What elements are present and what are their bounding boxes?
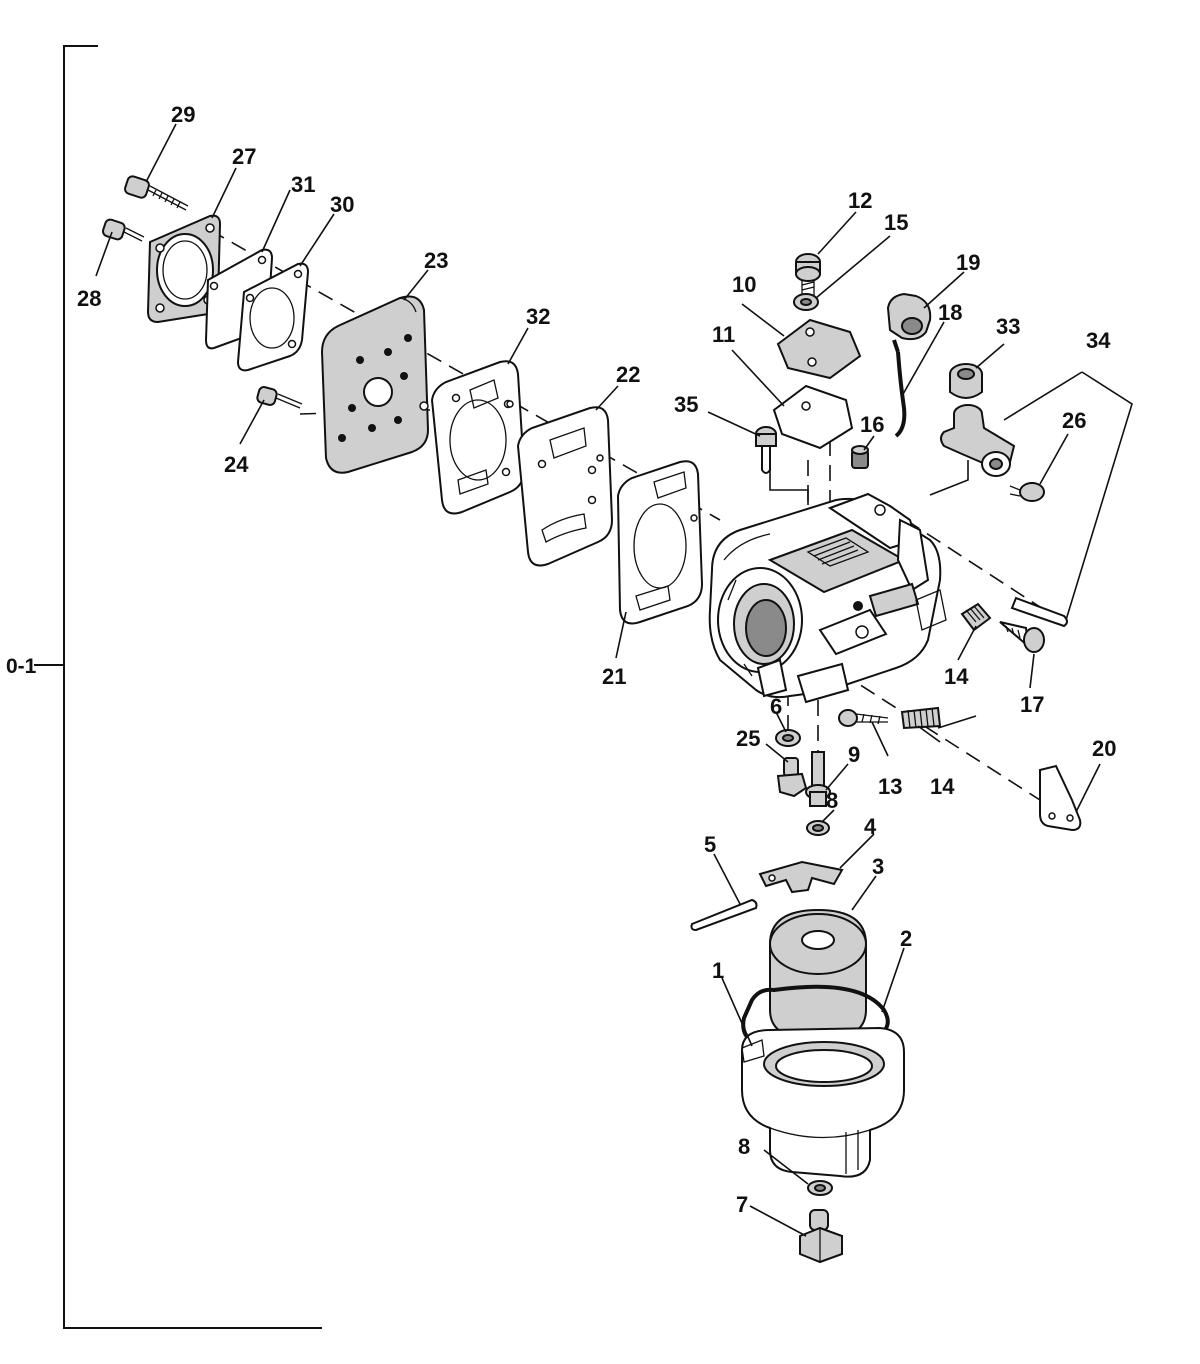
part-29-screw (124, 175, 189, 211)
leader-lines (95, 123, 1133, 1237)
part-3-float (769, 908, 867, 1042)
callout-16: 16 (860, 412, 884, 437)
part-6-washer (775, 729, 801, 747)
part-33-cap (949, 363, 983, 399)
callout-17: 17 (1020, 692, 1044, 717)
callout-10: 10 (732, 272, 756, 297)
part-35-screw (755, 426, 777, 474)
callout-9: 9 (848, 742, 860, 767)
callout-14-lower: 14 (930, 774, 955, 799)
part-20-bracket (1039, 764, 1082, 832)
callout-14-upper: 14 (944, 664, 969, 689)
part-26-screw (1009, 482, 1045, 502)
part-28-screw (102, 218, 145, 242)
part-16-plug (851, 445, 869, 469)
callout-12: 12 (848, 188, 872, 213)
part-11-gasket (772, 384, 854, 450)
callout-2: 2 (900, 926, 912, 951)
part-30-gasket (236, 262, 310, 372)
callout-18: 18 (938, 300, 962, 325)
part-13-screw (838, 709, 889, 727)
part-34-pin (1010, 596, 1068, 628)
part-17-needle-screw (999, 621, 1045, 653)
part-22-gasket (516, 406, 614, 567)
callout-8-upper: 8 (826, 788, 838, 813)
part-8-washer-upper (806, 820, 830, 836)
callout-35: 35 (674, 392, 698, 417)
callout-3: 3 (872, 854, 884, 879)
callout-13: 13 (878, 774, 902, 799)
callout-5: 5 (704, 832, 716, 857)
callout-27: 27 (232, 144, 256, 169)
assembly-bracket (34, 45, 322, 1329)
callout-31: 31 (291, 172, 315, 197)
part-34-fitting (940, 404, 1016, 477)
part-4-clip (758, 860, 844, 894)
part-24-screw (256, 386, 303, 409)
callout-33: 33 (996, 314, 1020, 339)
part-14-spring-upper (960, 602, 992, 632)
figure-ref-label: 0-1 (6, 655, 37, 678)
callout-6: 6 (770, 694, 782, 719)
callout-19: 19 (956, 250, 980, 275)
part-5-pin (690, 898, 758, 932)
callout-22: 22 (616, 362, 640, 387)
callout-21: 21 (602, 664, 626, 689)
part-7-plug (799, 1209, 843, 1264)
part-32-diaphragm-gasket (430, 360, 526, 515)
callout-8-lower: 8 (738, 1134, 750, 1159)
callout-30: 30 (330, 192, 354, 217)
callout-7: 7 (736, 1192, 748, 1217)
callout-25: 25 (736, 726, 760, 751)
carburetor-body (708, 492, 947, 704)
part-25-plug (776, 757, 808, 798)
callout-11: 11 (712, 322, 735, 347)
callout-4: 4 (864, 814, 877, 839)
callout-29: 29 (171, 102, 195, 127)
part-12-screw (795, 253, 821, 296)
callout-15: 15 (884, 210, 908, 235)
part-9-jet (805, 751, 831, 807)
part-15-washer (793, 293, 819, 311)
part-19-knob (886, 292, 932, 341)
callout-26: 26 (1062, 408, 1086, 433)
part-10-cover (776, 318, 862, 380)
callout-28: 28 (77, 286, 101, 311)
callout-32: 32 (526, 304, 550, 329)
part-18-link-rod (892, 339, 907, 438)
callout-23: 23 (424, 248, 448, 273)
callout-20: 20 (1092, 736, 1116, 761)
part-14-spring-lower (900, 706, 942, 730)
callout-1: 1 (712, 958, 724, 983)
callout-labels: 29 27 28 31 30 23 24 32 22 21 10 11 12 1… (77, 102, 1116, 1217)
part-8-washer-lower (807, 1180, 833, 1196)
part-21-gasket (616, 460, 704, 625)
part-23-pump-cover (320, 295, 430, 474)
callout-34: 34 (1086, 328, 1111, 353)
part-1-float-bowl (741, 1026, 905, 1178)
callout-24: 24 (224, 452, 249, 477)
